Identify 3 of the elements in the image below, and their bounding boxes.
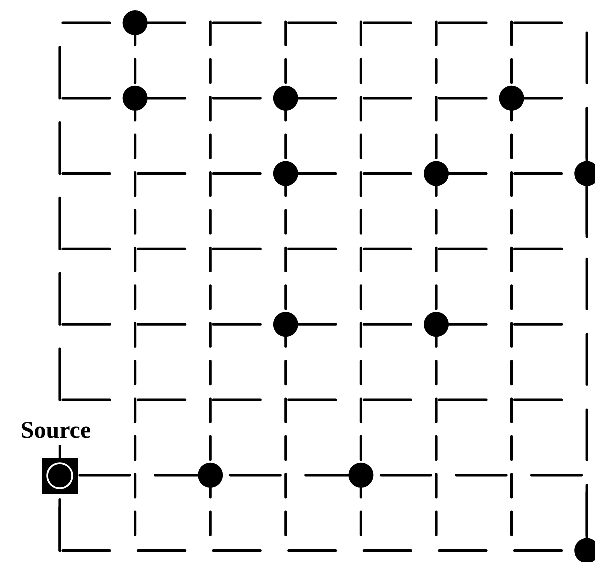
leader-line bbox=[58, 445, 62, 458]
source-symbol bbox=[42, 458, 78, 494]
source-label: Source bbox=[6, 417, 106, 445]
